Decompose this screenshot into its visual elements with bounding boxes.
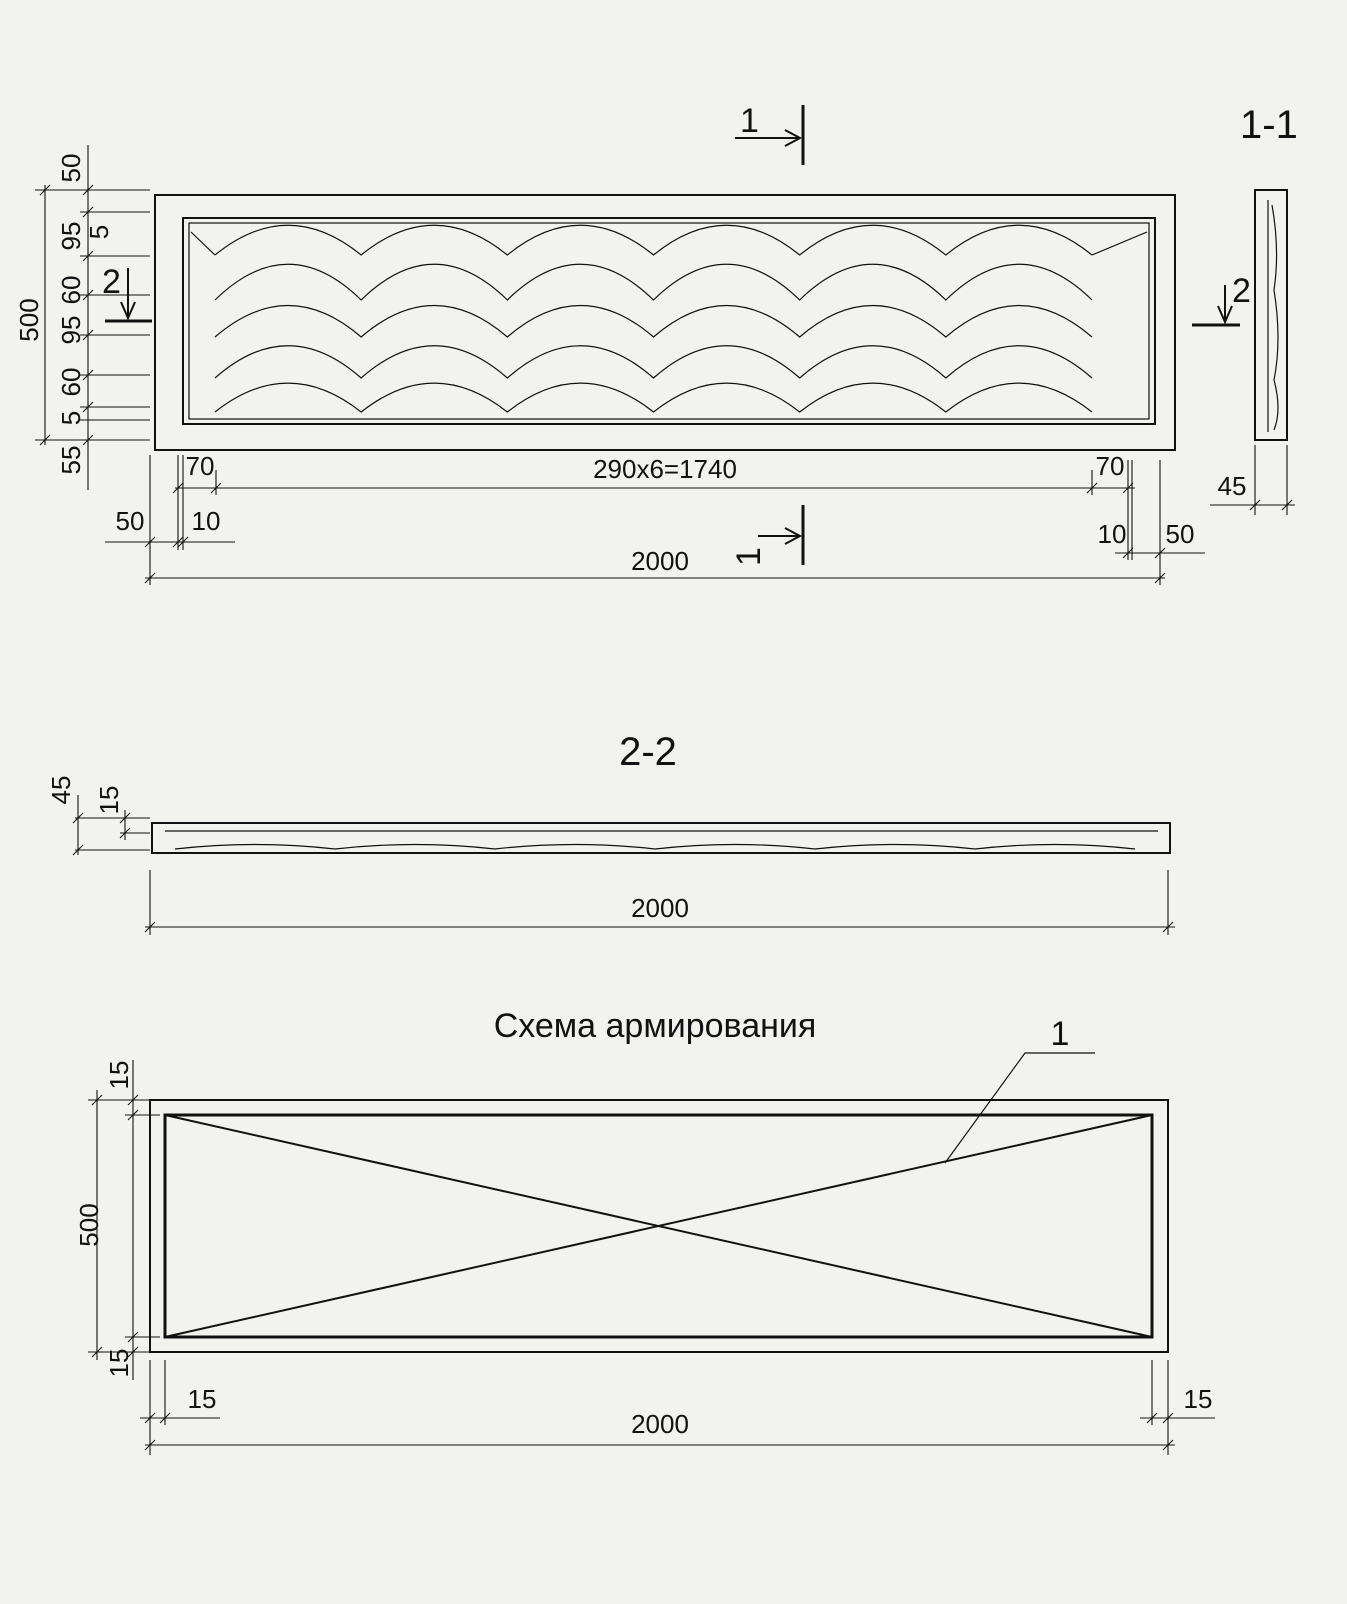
cut-mark-right-label: 2	[1232, 272, 1251, 310]
dim-right-offset: 70	[1096, 451, 1125, 481]
cut-mark-top: 1	[735, 102, 805, 165]
wave-row-4	[214, 345, 1093, 379]
dim-left-gap: 10	[192, 506, 221, 536]
dim-total-width: 2000	[631, 546, 689, 576]
section-2-2-length: 2000	[631, 893, 689, 923]
dim-total-height: 500	[14, 298, 44, 341]
reinforcement-outline	[149, 1099, 1169, 1353]
section-2-2-outline	[151, 822, 1171, 854]
section-1-1-thickness: 45	[1218, 471, 1247, 501]
reinforcement-height: 500	[74, 1203, 104, 1246]
panel-inner-frame-inner	[188, 222, 1150, 420]
cut-mark-bottom: 1	[730, 505, 805, 566]
dim-bottom-edge: 55	[56, 446, 86, 475]
view1-horizontal-dimensions: 70 290x6=1740 70 50 10 10 50 2000	[105, 451, 1205, 585]
reinforcement-left-cover: 15	[188, 1384, 217, 1414]
wave-row-2	[214, 263, 1093, 301]
view1-vertical-dimensions: 500 50 5 95 60 95 60 5 55	[14, 145, 150, 490]
section-2-2-top: 15	[94, 786, 124, 815]
dim-left-offset: 70	[186, 451, 215, 481]
dim-pattern: 290x6=1740	[593, 454, 737, 484]
section-1-1-profile	[1267, 200, 1279, 432]
section-2-2-title: 2-2	[619, 730, 677, 774]
dim-inner-top: 5	[84, 225, 114, 239]
reinforcement-diagonal-2	[164, 1114, 1153, 1338]
section-2-2-profile	[174, 843, 1136, 850]
cut-mark-right: 2	[1192, 272, 1251, 327]
section-2-2-thickness: 45	[46, 776, 76, 805]
reinforcement-callout: 1	[1051, 1015, 1070, 1053]
reinforcement-frame	[163, 1113, 1154, 1339]
wave-edge-2	[1091, 231, 1148, 256]
dim-band-a2: 95	[56, 316, 86, 345]
dim-top-edge: 50	[56, 154, 86, 183]
panel-outline	[154, 194, 1176, 451]
dim-left-edge: 50	[116, 506, 145, 536]
dim-band-b1: 60	[56, 276, 86, 305]
reinforcement-right-cover: 15	[1184, 1384, 1213, 1414]
dim-inner-bottom: 5	[56, 411, 86, 425]
wave-row-3	[214, 304, 1093, 338]
dim-band-b2: 60	[56, 368, 86, 397]
panel-front-view	[154, 194, 1176, 451]
reinforcement-length: 2000	[631, 1409, 689, 1439]
dim-band-a1: 95	[56, 222, 86, 251]
dim-right-edge: 50	[1166, 519, 1195, 549]
section-2-2: 2-2 45 15 2000	[46, 730, 1175, 935]
reinforcement-scheme: Схема армирования 1 500 15 15 15 15	[74, 1007, 1215, 1455]
section-1-1-title: 1-1	[1240, 103, 1298, 147]
wave-pattern	[190, 224, 1148, 413]
wave-row-1	[214, 224, 1093, 256]
section-1-1-outline	[1254, 189, 1288, 441]
panel-inner-frame	[182, 217, 1156, 425]
reinforcement-callout-leader	[944, 1052, 1095, 1164]
reinforcement-top-cover: 15	[104, 1061, 134, 1090]
section-1-1: 1-1 45	[1210, 103, 1298, 515]
wave-edge-1	[190, 231, 216, 256]
cut-mark-left: 2	[102, 263, 152, 323]
cut-mark-top-label: 1	[740, 102, 759, 140]
reinforcement-bottom-cover: 15	[104, 1349, 134, 1378]
reinforcement-title: Схема армирования	[494, 1007, 817, 1045]
dim-right-gap: 10	[1098, 519, 1127, 549]
cut-mark-left-label: 2	[102, 263, 121, 301]
cut-mark-bottom-label: 1	[730, 547, 768, 566]
wave-row-5	[214, 382, 1093, 413]
